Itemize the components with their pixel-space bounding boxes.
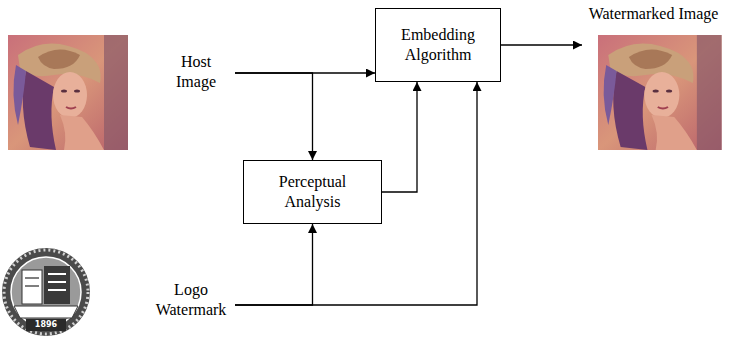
signal-arrow	[235, 73, 313, 160]
host-image	[8, 35, 128, 150]
box-label: Embedding Algorithm	[384, 25, 492, 65]
signal-arrow	[235, 224, 313, 305]
signal-arrow	[501, 44, 582, 45]
logo-stripe	[48, 289, 66, 291]
logo-stripe	[48, 281, 66, 283]
logo-stripe	[25, 285, 39, 287]
logo-building	[44, 266, 70, 304]
logo-disc	[11, 257, 81, 327]
process-box: Embedding Algorithm	[375, 8, 501, 82]
logo-ring	[2, 248, 90, 336]
logo-year: 1896	[26, 321, 66, 329]
image-caption: Logo Watermark	[151, 280, 231, 320]
image-caption: Watermarked Image	[582, 4, 725, 24]
logo-book	[22, 270, 42, 304]
image-node: Watermarked Image	[582, 2, 725, 150]
image-node: Logo Watermark	[0, 240, 235, 345]
image-caption: Host Image	[161, 52, 231, 92]
signal-arrow	[235, 82, 477, 305]
process-box: Perceptual Analysis	[243, 160, 382, 224]
watermarked-image	[598, 35, 722, 150]
logo-teeth	[4, 250, 88, 334]
logo-emblem	[2, 248, 90, 336]
logo-base	[14, 306, 78, 318]
logo-stripe	[48, 273, 66, 275]
logo-year-band	[26, 319, 66, 331]
image-node: Host Image	[8, 35, 235, 150]
signal-arrow	[382, 82, 417, 192]
box-label: Perceptual Analysis	[252, 172, 373, 212]
logo-stripe	[25, 277, 39, 279]
